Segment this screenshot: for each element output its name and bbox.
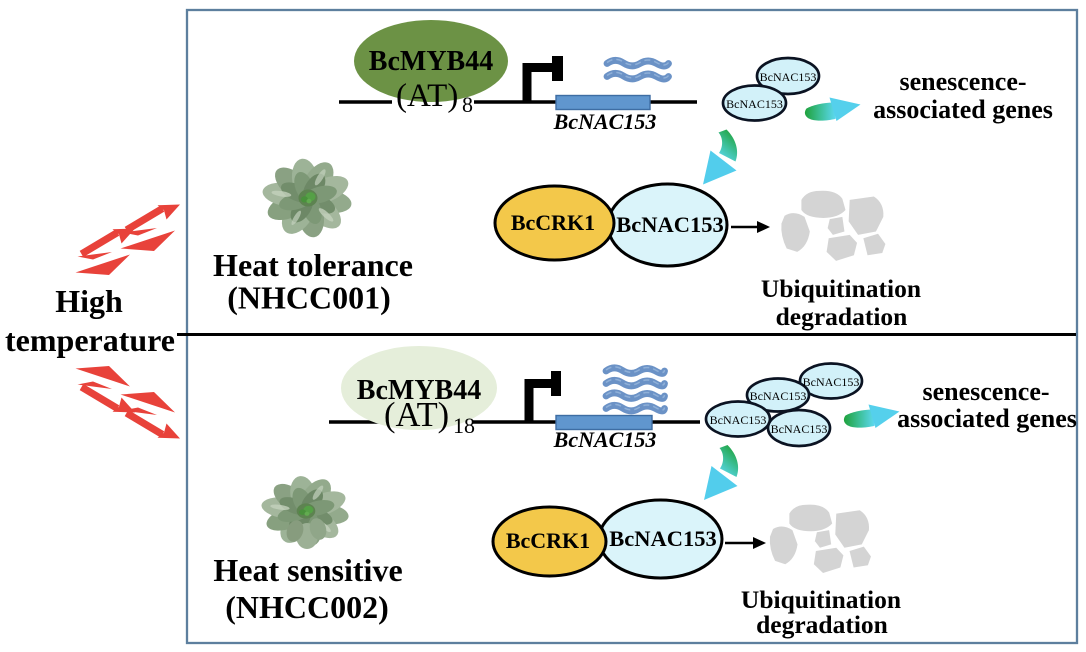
svg-text:senescence-: senescence- bbox=[922, 377, 1049, 406]
svg-text:BcCRK1: BcCRK1 bbox=[506, 528, 590, 553]
svg-text:BcNAC153: BcNAC153 bbox=[771, 422, 828, 436]
svg-text:Heat sensitive: Heat sensitive bbox=[213, 552, 402, 588]
svg-text:Ubiquitination: Ubiquitination bbox=[741, 585, 901, 614]
svg-text:BcNAC153: BcNAC153 bbox=[726, 97, 783, 111]
svg-text:(AT): (AT) bbox=[384, 396, 449, 434]
svg-text:BcNAC153: BcNAC153 bbox=[553, 427, 657, 452]
svg-text:senescence-: senescence- bbox=[899, 67, 1026, 96]
svg-text:BcNAC153: BcNAC153 bbox=[609, 526, 717, 551]
svg-text:Ubiquitination: Ubiquitination bbox=[761, 274, 921, 303]
svg-text:BcMYB44: BcMYB44 bbox=[369, 46, 493, 77]
svg-text:BcNAC153: BcNAC153 bbox=[553, 109, 657, 134]
svg-text:degradation: degradation bbox=[756, 610, 888, 639]
svg-text:associated genes: associated genes bbox=[897, 404, 1077, 433]
svg-text:temperature: temperature bbox=[5, 322, 175, 358]
svg-text:(NHCC002): (NHCC002) bbox=[225, 589, 389, 625]
svg-text:degradation: degradation bbox=[776, 302, 908, 331]
svg-text:BcNAC153: BcNAC153 bbox=[750, 389, 807, 403]
svg-text:8: 8 bbox=[462, 92, 473, 117]
svg-text:BcMYB44: BcMYB44 bbox=[357, 375, 481, 406]
svg-text:BcNAC153: BcNAC153 bbox=[710, 413, 767, 427]
svg-text:BcCRK1: BcCRK1 bbox=[511, 210, 595, 235]
svg-text:(AT): (AT) bbox=[396, 78, 458, 114]
svg-text:High: High bbox=[55, 283, 123, 319]
svg-text:BcNAC153: BcNAC153 bbox=[760, 70, 817, 84]
svg-text:Heat tolerance: Heat tolerance bbox=[213, 247, 413, 283]
svg-text:18: 18 bbox=[453, 413, 475, 438]
svg-text:associated genes: associated genes bbox=[873, 95, 1053, 124]
svg-text:BcNAC153: BcNAC153 bbox=[616, 212, 724, 237]
svg-text:(NHCC001): (NHCC001) bbox=[227, 280, 391, 316]
svg-text:BcNAC153: BcNAC153 bbox=[803, 375, 860, 389]
